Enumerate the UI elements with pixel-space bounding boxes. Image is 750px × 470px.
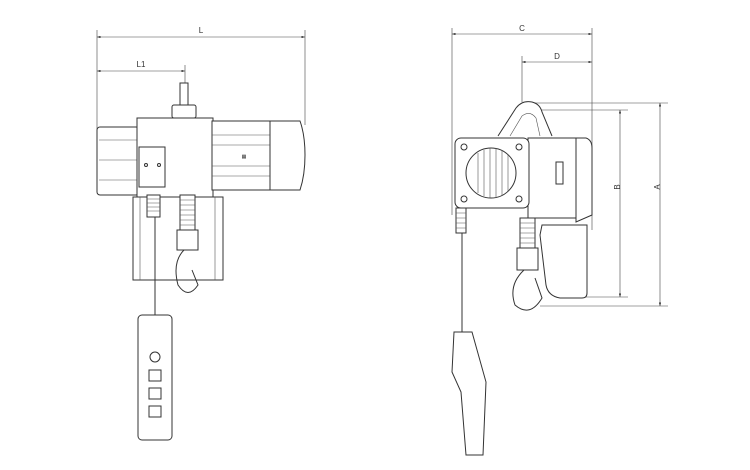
pendant-button <box>148 369 162 382</box>
pendant-button <box>148 405 162 418</box>
dimension-A: A <box>525 102 668 307</box>
side-view: C D A B <box>451 24 668 456</box>
chain-spring-side <box>455 207 543 311</box>
pendant-control-side <box>451 331 487 456</box>
svg-text:▦: ▦ <box>242 154 247 160</box>
chain-spring-front <box>146 194 199 293</box>
dim-label-C: C <box>519 24 525 33</box>
front-view: L L1 ▦ <box>96 26 306 441</box>
dim-label-B: B <box>613 184 622 189</box>
hook-icon <box>175 249 199 293</box>
dim-label-A: A <box>653 184 662 190</box>
dim-label-D: D <box>554 52 560 61</box>
pendant-control-front <box>137 314 173 441</box>
dim-label-L: L <box>199 26 204 35</box>
dim-label-L1: L1 <box>137 60 146 69</box>
hoist-body-side <box>454 101 593 299</box>
hook-icon <box>512 269 543 311</box>
dimension-D: D <box>521 52 592 102</box>
dimension-B: B <box>540 109 628 298</box>
dimension-L1: L1 <box>97 60 186 85</box>
pendant-button <box>148 387 162 400</box>
hoist-body-front: ▦ <box>96 82 306 281</box>
